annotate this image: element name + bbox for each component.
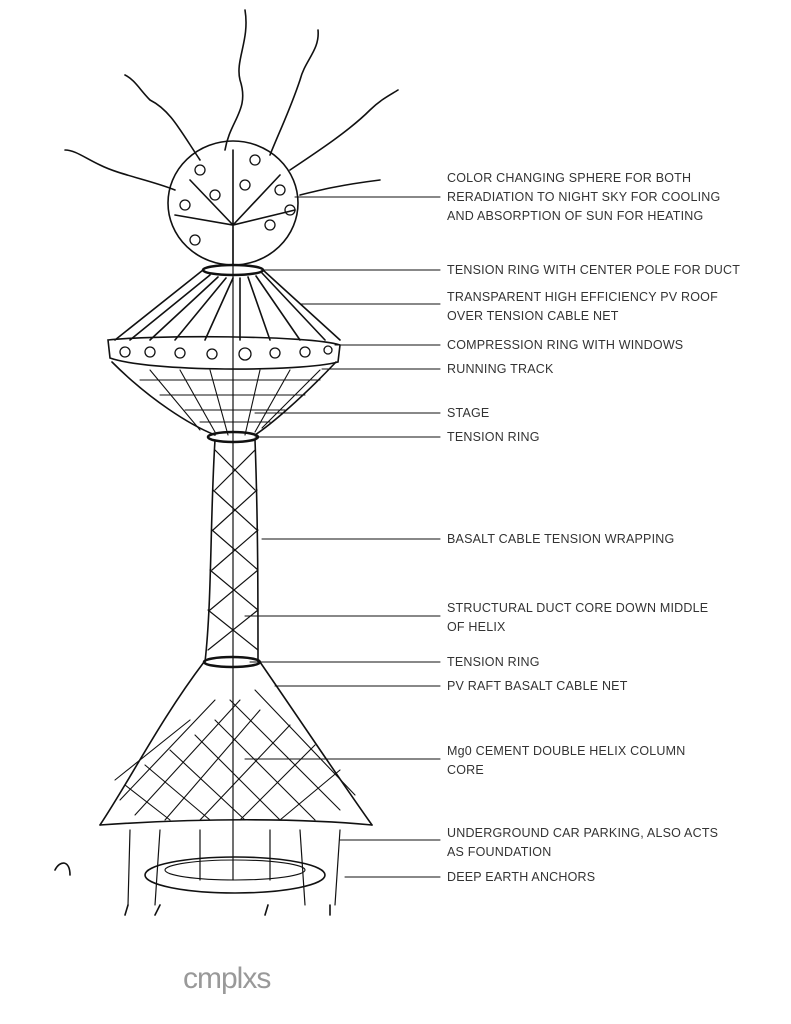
- label-underground-parking: UNDERGROUND CAR PARKING, ALSO ACTS AS FOU…: [447, 824, 718, 862]
- label-line: BASALT CABLE TENSION WRAPPING: [447, 532, 675, 546]
- label-compression-ring: COMPRESSION RING WITH WINDOWS: [447, 336, 683, 355]
- leader-lines: [244, 196, 441, 878]
- label-line: AND ABSORPTION OF SUN FOR HEATING: [447, 209, 704, 223]
- label-line: RERADIATION TO NIGHT SKY FOR COOLING: [447, 190, 721, 204]
- pv-raft-cone: [99, 661, 373, 826]
- label-tension-ring-center-pole: TENSION RING WITH CENTER POLE FOR DUCT: [447, 261, 740, 280]
- pv-roof: [107, 263, 341, 444]
- label-line: TENSION RING WITH CENTER POLE FOR DUCT: [447, 263, 741, 277]
- logo: cmplxs: [183, 962, 271, 995]
- label-line: Mg0 CEMENT DOUBLE HELIX COLUMN: [447, 744, 686, 758]
- label-line: COMPRESSION RING WITH WINDOWS: [447, 338, 684, 352]
- label-line: UNDERGROUND CAR PARKING, ALSO ACTS: [447, 826, 719, 840]
- label-mgo-core: Mg0 CEMENT DOUBLE HELIX COLUMN CORE: [447, 742, 685, 780]
- label-basalt-wrapping: BASALT CABLE TENSION WRAPPING: [447, 530, 674, 549]
- label-line: PV RAFT BASALT CABLE NET: [447, 679, 628, 693]
- label-stage: STAGE: [447, 404, 489, 423]
- label-tension-ring-lower: TENSION RING: [447, 653, 540, 672]
- label-line: OVER TENSION CABLE NET: [447, 309, 619, 323]
- label-line: AS FOUNDATION: [447, 845, 552, 859]
- label-line: STAGE: [447, 406, 490, 420]
- label-line: COLOR CHANGING SPHERE FOR BOTH: [447, 171, 692, 185]
- label-line: TENSION RING: [447, 430, 540, 444]
- sun-rays: [64, 9, 399, 196]
- foundation: [54, 829, 341, 916]
- label-pv-roof: TRANSPARENT HIGH EFFICIENCY PV ROOF OVER …: [447, 288, 718, 326]
- label-line: OF HELIX: [447, 620, 506, 634]
- label-structural-duct: STRUCTURAL DUCT CORE DOWN MIDDLE OF HELIX: [447, 599, 708, 637]
- label-line: DEEP EARTH ANCHORS: [447, 870, 596, 884]
- helix-column: [202, 229, 262, 881]
- label-pv-raft: PV RAFT BASALT CABLE NET: [447, 677, 628, 696]
- label-line: RUNNING TRACK: [447, 362, 554, 376]
- label-sphere: COLOR CHANGING SPHERE FOR BOTH RERADIATIO…: [447, 169, 720, 226]
- label-deep-earth-anchors: DEEP EARTH ANCHORS: [447, 868, 595, 887]
- label-line: TRANSPARENT HIGH EFFICIENCY PV ROOF: [447, 290, 718, 304]
- label-line: CORE: [447, 763, 484, 777]
- label-line: TENSION RING: [447, 655, 540, 669]
- label-running-track: RUNNING TRACK: [447, 360, 554, 379]
- label-line: STRUCTURAL DUCT CORE DOWN MIDDLE: [447, 601, 709, 615]
- label-tension-ring-upper: TENSION RING: [447, 428, 540, 447]
